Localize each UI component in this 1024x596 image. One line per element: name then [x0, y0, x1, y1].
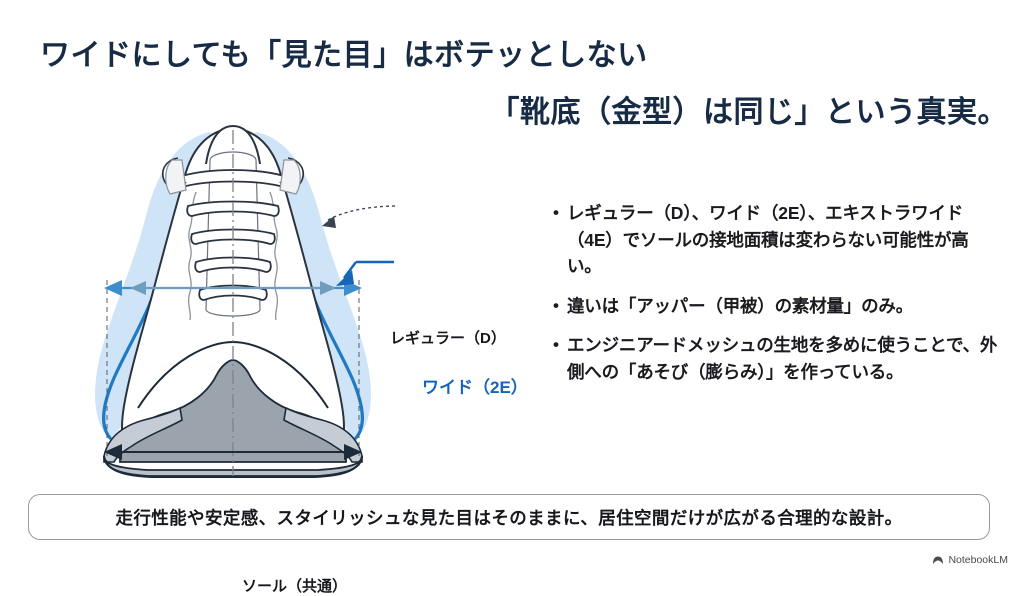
- bullet-marker-icon: •: [553, 335, 559, 355]
- regular-callout-leader: [322, 205, 399, 228]
- collar-pad-left: [165, 159, 187, 195]
- notebooklm-logo-icon: [932, 555, 944, 566]
- sole-width-dimension-arrow: [104, 444, 362, 460]
- label-wide-2e: ワイド（2E）: [422, 378, 528, 397]
- list-item: • 違いは「アッパー（甲被）の素材量」のみ。: [553, 293, 1003, 320]
- label-sole-common: ソール（共通）: [242, 578, 348, 595]
- bullet-marker-icon: •: [553, 203, 559, 222]
- list-item: • エンジニアードメッシュの生地を多めに使うことで、外側への「あそび（膨らみ）」…: [553, 332, 1003, 385]
- notebooklm-label: NotebookLM: [948, 554, 1008, 566]
- shoe-diagram: レギュラー（D） ワイド（2E） ソール（共通）: [60, 120, 530, 595]
- shoe-illustration-svg: [95, 124, 399, 478]
- bullet-list: • レギュラー（D）、ワイド（2E）、エキストラワイド（4E）でソールの接地面積…: [553, 200, 1003, 399]
- bullet-text: 違いは「アッパー（甲被）の素材量」のみ。: [567, 295, 913, 316]
- regular-width-dimension-arrow: [130, 281, 336, 295]
- collar-pad-right: [279, 159, 301, 195]
- page-title: ワイドにしても「見た目」はボテッとしない 「靴底（金型）は同じ」という真実。: [0, 36, 1024, 133]
- eyestay-right: [269, 191, 279, 321]
- bullet-text: レギュラー（D）、ワイド（2E）、エキストラワイド（4E）でソールの接地面積は変…: [567, 203, 969, 277]
- eyestay-left: [187, 191, 197, 321]
- summary-banner-text: 走行性能や安定感、スタイリッシュな見た目はそのままに、居住空間だけが広がる合理的…: [115, 507, 903, 528]
- bullet-text: エンジニアードメッシュの生地を多めに使うことで、外側への「あそび（膨らみ）」を作…: [567, 335, 998, 382]
- title-line-1: ワイドにしても「見た目」はボテッとしない: [40, 39, 648, 72]
- summary-banner: 走行性能や安定感、スタイリッシュな見た目はそのままに、居住空間だけが広がる合理的…: [28, 494, 990, 540]
- list-item: • レギュラー（D）、ワイド（2E）、エキストラワイド（4E）でソールの接地面積…: [553, 200, 1003, 280]
- outsole-ground-line: [103, 455, 363, 478]
- slide-root: ワイドにしても「見た目」はボテッとしない 「靴底（金型）は同じ」という真実。: [0, 36, 1024, 595]
- notebooklm-watermark: NotebookLM: [932, 554, 1008, 566]
- title-line-2: 「靴底（金型）は同じ」という真実。: [489, 95, 1008, 129]
- wide-callout-leader: [336, 260, 394, 286]
- bullet-marker-icon: •: [553, 295, 559, 315]
- label-regular-d: レギュラー（D）: [390, 330, 506, 347]
